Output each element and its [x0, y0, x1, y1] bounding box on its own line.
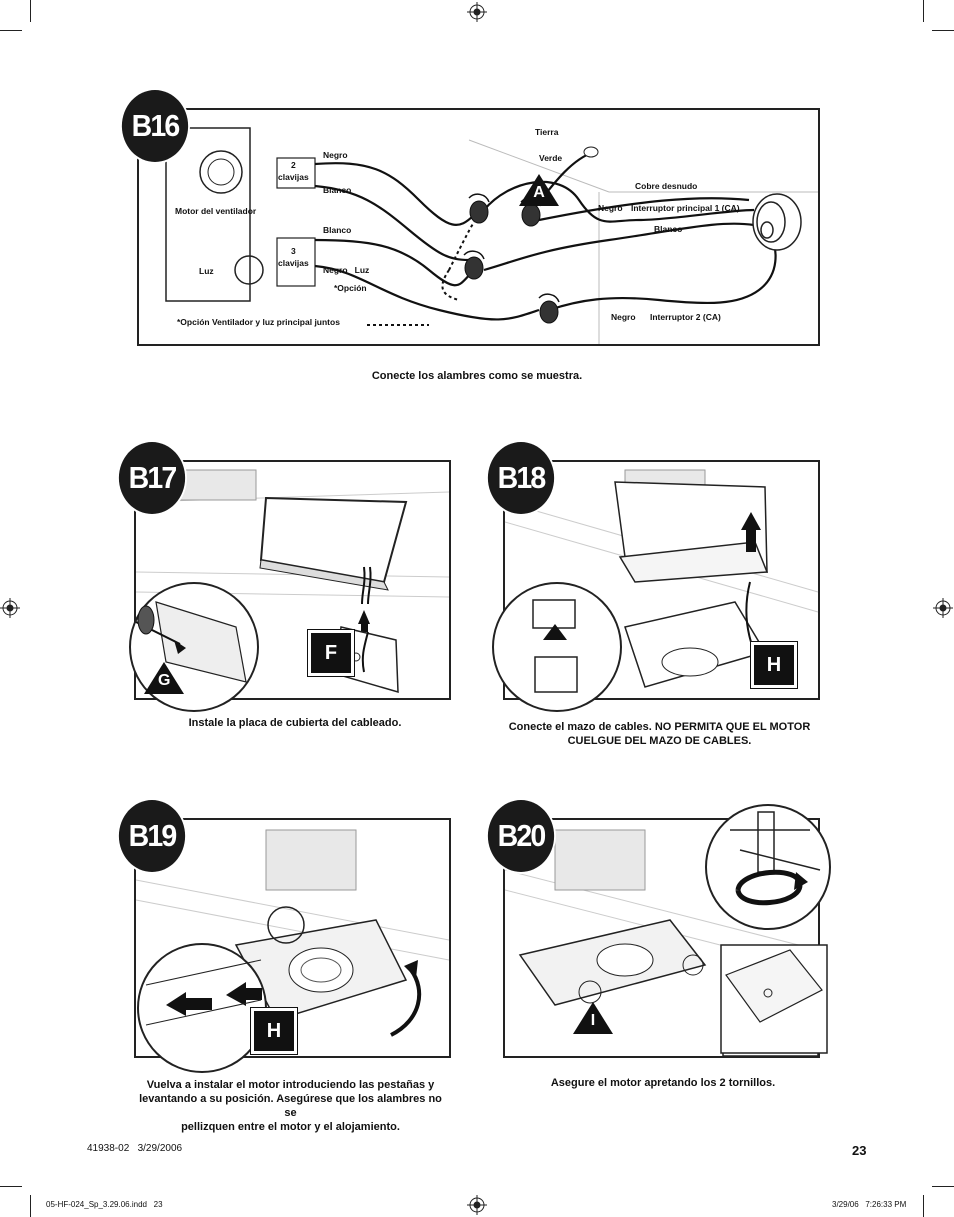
file-name: 05-HF-024_Sp_3.29.06.indd 23 — [46, 1200, 163, 1209]
b16-wiring-panel: B16 Motor del ventilador Luz 2 clavijas … — [121, 90, 820, 346]
b16-caption: Conecte los alambres como se muestra. — [371, 370, 583, 382]
crop-mark — [923, 0, 924, 22]
wire-label-negro: Negro — [611, 312, 636, 322]
switch1-label: Interruptor principal 1 (CA) — [631, 203, 740, 213]
option-label: *Opción — [334, 283, 367, 293]
crop-mark — [923, 1195, 924, 1217]
pin2-label: clavijas — [278, 172, 309, 182]
connector-marker-a: A — [519, 174, 559, 206]
crop-mark — [0, 1186, 22, 1187]
b19-caption-line: Vuelva a instalar el motor introduciendo… — [146, 1079, 435, 1091]
crop-mark — [0, 30, 22, 31]
wire-label-negro: Negro — [598, 203, 623, 213]
marker-g: G — [144, 662, 184, 694]
marker-h: H — [251, 1008, 297, 1054]
doc-id: 41938-02 3/29/2006 — [87, 1143, 183, 1154]
step-badge-b20: B20 — [487, 800, 555, 872]
marker-i: I — [573, 1002, 613, 1034]
b19-caption: Vuelva a instalar el motor introduciendo… — [134, 1078, 447, 1134]
pin3-label: clavijas — [278, 258, 309, 268]
wire-label-blanco: Blanco — [323, 225, 352, 235]
crop-mark — [30, 1195, 31, 1217]
motor-label: Motor del ventilador — [175, 206, 257, 216]
pin2-number: 2 — [291, 160, 296, 170]
wire-label-negro: Negro — [323, 150, 348, 160]
b20-panel: B20 I — [487, 800, 820, 1058]
b19-caption-line: pellizquen entre el motor y el alojamien… — [181, 1121, 400, 1133]
crop-mark — [932, 1186, 954, 1187]
step-badge-b16: B16 — [121, 90, 189, 162]
print-timestamp: 3/29/06 7:26:33 PM — [832, 1200, 907, 1209]
wiring-diagram — [165, 127, 818, 344]
pin3-number: 3 — [291, 246, 296, 256]
light-label: Luz — [199, 266, 214, 276]
marker-f: F — [308, 630, 354, 676]
marker-h: H — [751, 642, 797, 688]
option-note: *Opción Ventilador y luz principal junto… — [177, 317, 340, 327]
step-badge-b17: B17 — [118, 442, 186, 514]
b19-caption-line: levantando a su posición. Asegúrese que … — [139, 1093, 442, 1119]
b20-caption: Asegure el motor apretando los 2 tornill… — [550, 1077, 776, 1089]
b18-panel: B18 H — [487, 442, 820, 712]
crop-mark — [932, 30, 954, 31]
b18-caption-line: CUELGUE DEL MAZO DE CABLES. — [567, 735, 752, 747]
step-badge-b18: B18 — [487, 442, 555, 514]
page-number: 23 — [852, 1143, 867, 1158]
ground-label-verde: Verde — [539, 153, 563, 163]
b20-illustration — [504, 829, 819, 1057]
wire-label-cobre: Cobre desnudo — [635, 181, 698, 191]
wire-label-blanco: Blanco — [654, 224, 683, 234]
crop-mark — [30, 0, 31, 22]
b18-illustration — [492, 469, 819, 712]
ground-label-tierra: Tierra — [535, 127, 559, 137]
b18-caption: Conecte el mazo de cables. NO PERMITA QU… — [503, 720, 816, 748]
wire-label-negro-luz: Negro Luz — [323, 265, 370, 275]
b19-illustration — [135, 829, 450, 1073]
b17-caption: Instale la placa de cubierta del cablead… — [188, 717, 402, 729]
b18-caption-line: Conecte el mazo de cables. NO PERMITA QU… — [508, 721, 811, 733]
step-badge-b19: B19 — [118, 800, 186, 872]
wire-label-blanco: Blanco — [323, 185, 352, 195]
switch2-label: Interruptor 2 (CA) — [650, 312, 721, 322]
b17-panel: B17 F G — [118, 442, 451, 712]
b19-panel: B19 H — [118, 800, 451, 1073]
